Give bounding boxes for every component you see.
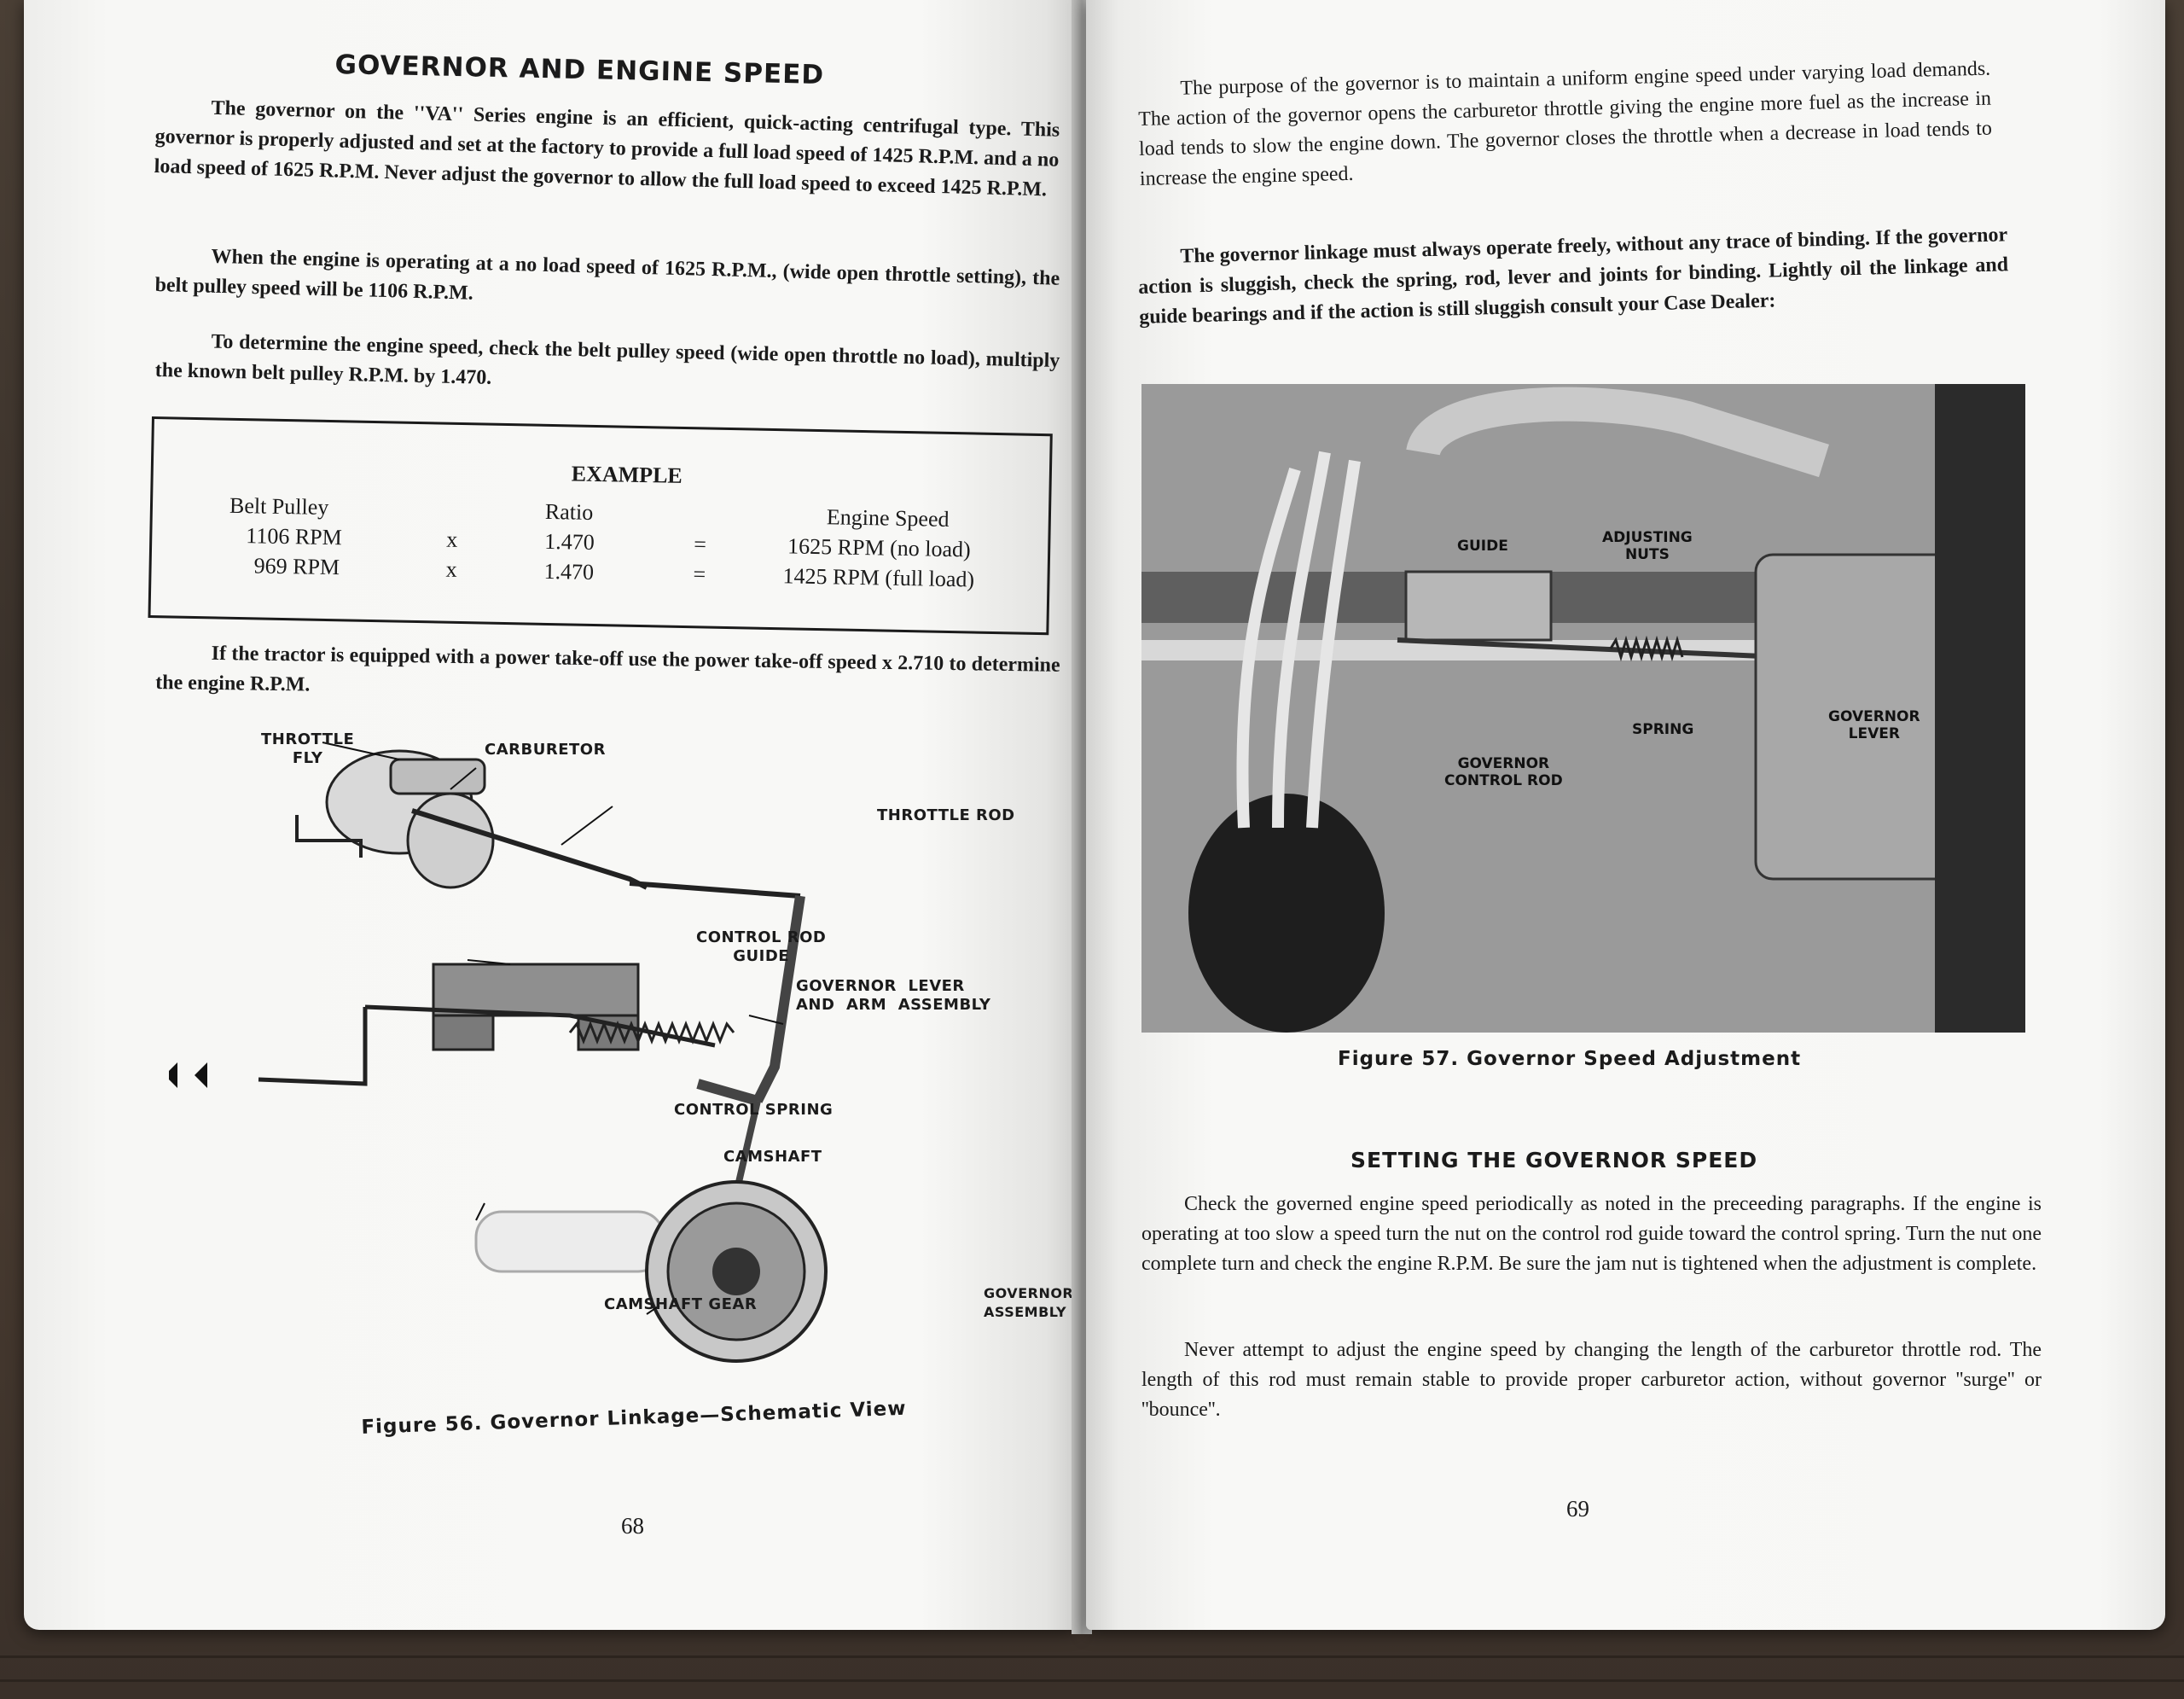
figure-57-caption: Figure 57. Governor Speed Adjustment	[1338, 1048, 1802, 1070]
photo-label-governor-control-rod: GOVERNOR CONTROL ROD	[1444, 755, 1563, 789]
label-governor-lever: GOVERNOR LEVER AND ARM ASSEMBLY	[796, 977, 991, 1014]
row1-pulley: 1106 RPM	[246, 523, 343, 550]
photo-label-governor-lever: GOVERNOR LEVER	[1828, 708, 1920, 742]
governor-linkage-diagram	[169, 742, 828, 1363]
example-title: EXAMPLE	[571, 461, 683, 488]
col-header-speed: Engine Speed	[826, 504, 950, 532]
row1-ratio: 1.470	[543, 528, 595, 555]
label-carburetor: CARBURETOR	[485, 741, 606, 759]
photo-label-guide: GUIDE	[1457, 538, 1508, 555]
page-title: GOVERNOR AND ENGINE SPEED	[334, 49, 825, 91]
setting-paragraph: Check the governed engine speed periodic…	[1141, 1193, 2042, 1275]
open-manual: GOVERNOR AND ENGINE SPEED The governor o…	[24, 0, 2165, 1638]
governor-photo: GUIDE ADJUSTING NUTS SPRING GOVERNOR LEV…	[1141, 384, 2025, 1033]
photo-label-adjusting-nuts: ADJUSTING NUTS	[1602, 529, 1693, 563]
warning-paragraph: Never attempt to adjust the engine speed…	[1141, 1339, 2042, 1421]
label-governor-assembly: GOVERNOR ASSEMBLY	[984, 1285, 1074, 1320]
page-number-69: 69	[1566, 1496, 1589, 1522]
label-camshaft: CAMSHAFT	[723, 1148, 822, 1166]
left-page: GOVERNOR AND ENGINE SPEED The governor o…	[24, 0, 1077, 1630]
label-control-rod-guide: CONTROL ROD GUIDE	[696, 928, 827, 965]
row2-eq: =	[693, 561, 706, 587]
row2-pulley: 969 RPM	[253, 553, 340, 580]
governor-photo-art	[1141, 384, 2025, 1033]
row1-eq: =	[693, 532, 707, 557]
row2-speed: 1425 RPM (full load)	[782, 563, 975, 592]
label-throttle-rod: THROTTLE ROD	[877, 806, 1015, 824]
label-camshaft-gear: CAMSHAFT GEAR	[604, 1295, 758, 1313]
row2-ratio: 1.470	[543, 558, 595, 585]
label-throttle-fly: THROTTLE FLY	[261, 730, 355, 767]
pto-paragraph: If the tractor is equipped with a power …	[155, 642, 1060, 696]
determine-paragraph: To determine the engine speed, check the…	[154, 330, 1060, 389]
figure-56-caption: Figure 56. Governor Linkage—Schematic Vi…	[361, 1397, 907, 1439]
wood-grain	[0, 1679, 2184, 1682]
wood-grain	[0, 1655, 2184, 1658]
row2-op: x	[445, 556, 457, 582]
col-header-ratio: Ratio	[544, 498, 594, 525]
linkage-paragraph: The governor linkage must always operate…	[1138, 224, 2009, 329]
intro-paragraph: The governor on the ''VA'' Series engine…	[154, 96, 1060, 201]
label-control-spring: CONTROL SPRING	[674, 1101, 834, 1119]
example-table: EXAMPLE Belt Pulley Ratio Engine Speed 1…	[148, 416, 1053, 636]
page-number-68: 68	[621, 1513, 644, 1539]
section-heading: SETTING THE GOVERNOR SPEED	[1350, 1148, 1758, 1172]
row1-speed: 1625 RPM (no load)	[787, 533, 971, 562]
photo-label-spring: SPRING	[1632, 721, 1694, 738]
purpose-paragraph: The purpose of the governor is to mainta…	[1137, 57, 1993, 190]
pulley-paragraph: When the engine is operating at a no loa…	[154, 245, 1060, 305]
col-header-pulley: Belt Pulley	[229, 492, 329, 520]
row1-op: x	[446, 527, 458, 552]
